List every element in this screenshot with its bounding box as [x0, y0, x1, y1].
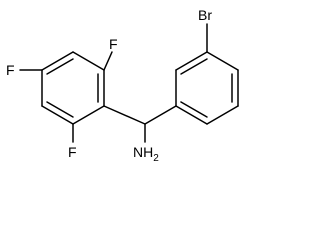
amine-text: NH [133, 144, 153, 160]
bond [72, 105, 105, 125]
bond [206, 105, 239, 125]
bromophenyl-ring [175, 23, 239, 125]
double-bond-inner [180, 101, 208, 118]
central-methine [103, 105, 177, 143]
structure-canvas: Br F F F NH2 [6, 7, 239, 164]
bond [41, 105, 74, 125]
bond-ch-to-ring [144, 105, 177, 125]
bond [175, 51, 208, 71]
bond [41, 51, 74, 71]
bond-ring-to-ch [103, 105, 146, 125]
double-bond-inner [46, 58, 74, 75]
atom-label-br: Br [198, 7, 212, 23]
bond-to-f-top [103, 51, 113, 71]
atom-label-f-left: F [6, 62, 15, 78]
atom-label-f-bottom: F [68, 144, 77, 160]
atom-label-amine: NH2 [133, 144, 159, 164]
double-bond-inner [180, 58, 208, 75]
bond [175, 105, 208, 125]
bond [206, 51, 239, 71]
double-bond-inner [46, 101, 74, 118]
atom-label-f-top: F [109, 36, 118, 52]
amine-subscript: 2 [153, 153, 159, 164]
trifluorophenyl-ring [19, 51, 113, 143]
bond [72, 51, 105, 71]
molecule-structure: Br F F F NH2 [6, 7, 239, 164]
